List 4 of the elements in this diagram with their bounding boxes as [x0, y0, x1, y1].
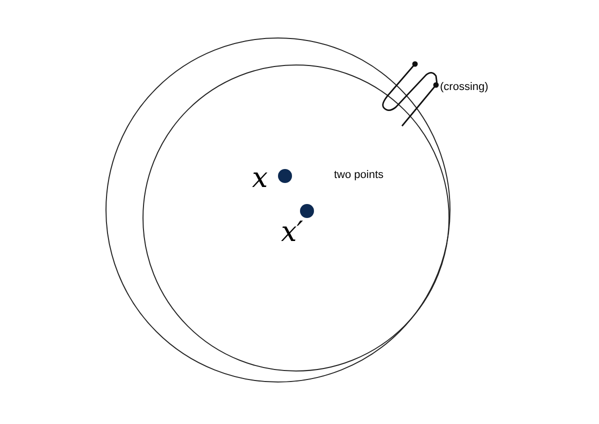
point-label: x — [252, 164, 268, 192]
note-text: two points — [334, 170, 384, 181]
note-text: (crossing) — [440, 82, 488, 93]
point-label: x′ — [281, 218, 304, 246]
